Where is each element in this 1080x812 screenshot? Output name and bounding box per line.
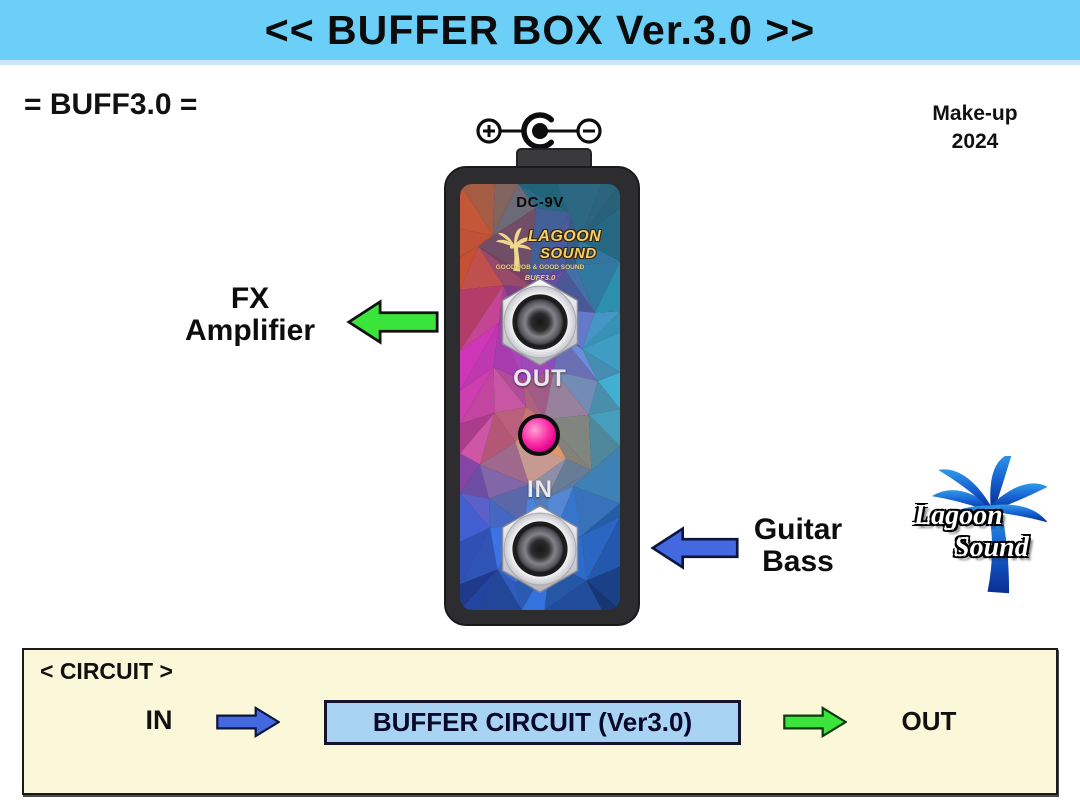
circuit-diagram-panel: < CIRCUIT > IN BUFFER CIRCUIT (Ver3.0) O… bbox=[22, 648, 1058, 795]
brand-name-line2: SOUND bbox=[540, 245, 597, 262]
circuit-panel-title: < CIRCUIT > bbox=[40, 658, 173, 684]
circuit-out-label: OUT bbox=[901, 706, 957, 736]
fx-label-line1: FX bbox=[230, 282, 270, 315]
circuit-in-label: IN bbox=[145, 705, 173, 735]
led-indicator bbox=[518, 414, 560, 456]
circuit-out-arrow-icon bbox=[783, 705, 847, 739]
makeup-note: Make-up 2024 bbox=[905, 100, 1045, 156]
palm-tree-icon bbox=[495, 227, 532, 272]
page-title: << BUFFER BOX Ver.3.0 >> bbox=[264, 7, 816, 53]
power-spec-label: DC-9V bbox=[516, 194, 564, 211]
brand-version: BUFF3.0 bbox=[524, 273, 556, 282]
lowpoly-artwork bbox=[460, 184, 620, 610]
in-jack bbox=[501, 504, 579, 594]
guitar-input-arrow-icon bbox=[650, 526, 739, 570]
fx-amplifier-label: FX Amplifier bbox=[155, 283, 345, 347]
fx-output-arrow-icon bbox=[346, 299, 439, 345]
model-label: = BUFF3.0 = bbox=[24, 88, 198, 121]
guitar-bass-label: Guitar Bass bbox=[738, 514, 858, 578]
out-jack-label: OUT bbox=[513, 365, 567, 392]
dc-polarity-icon bbox=[476, 112, 602, 150]
out-jack bbox=[501, 277, 579, 367]
buffer-circuit-label: BUFFER CIRCUIT (Ver3.0) bbox=[372, 707, 693, 737]
fx-label-line2: Amplifier bbox=[184, 314, 316, 347]
in-jack-label: IN bbox=[527, 476, 553, 503]
pedal-face: DC-9V LAGOON SOUND GOOD JOB & GOOD SOUND… bbox=[460, 184, 620, 610]
guitar-label-line2: Bass bbox=[762, 545, 834, 578]
lagoon-sound-logo: Lagoon Sound bbox=[910, 456, 1065, 601]
makeup-line1: Make-up bbox=[932, 102, 1018, 125]
guitar-label-line1: Guitar bbox=[753, 513, 843, 546]
brand-name-line1: LAGOON bbox=[528, 228, 602, 245]
logo-text-line1: Lagoon bbox=[914, 500, 1003, 531]
makeup-line2: 2024 bbox=[951, 130, 999, 153]
logo-text-line2: Sound bbox=[954, 532, 1029, 563]
circuit-in-arrow-icon bbox=[216, 705, 280, 739]
brand-tagline: GOOD JOB & GOOD SOUND bbox=[495, 264, 585, 271]
title-banner: << BUFFER BOX Ver.3.0 >> bbox=[0, 0, 1080, 60]
banner-divider bbox=[0, 60, 1080, 65]
buffer-circuit-box: BUFFER CIRCUIT (Ver3.0) bbox=[324, 700, 741, 745]
palm-tree-logo-icon bbox=[931, 456, 1048, 594]
